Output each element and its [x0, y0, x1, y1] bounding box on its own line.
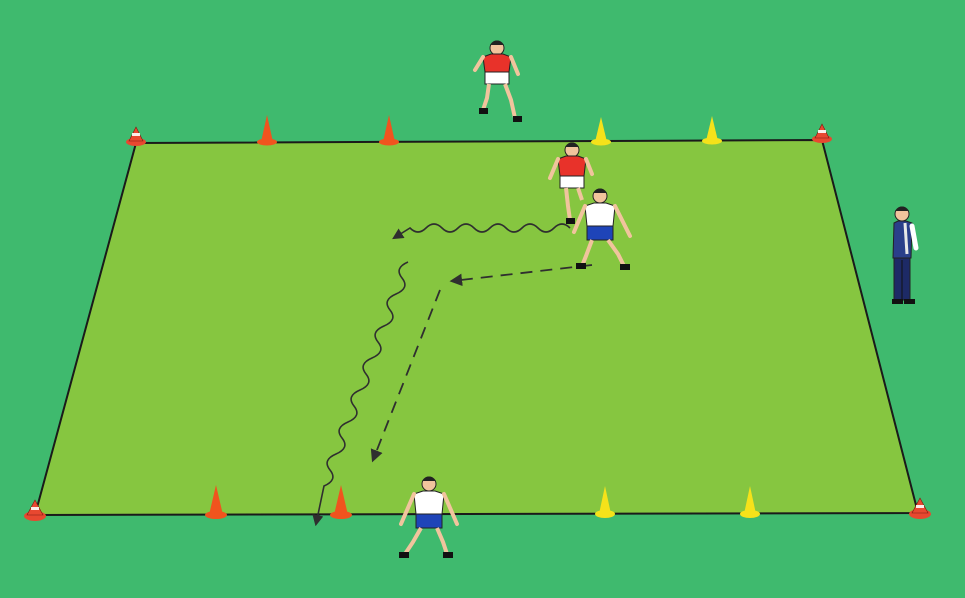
pitch-area [35, 140, 918, 515]
